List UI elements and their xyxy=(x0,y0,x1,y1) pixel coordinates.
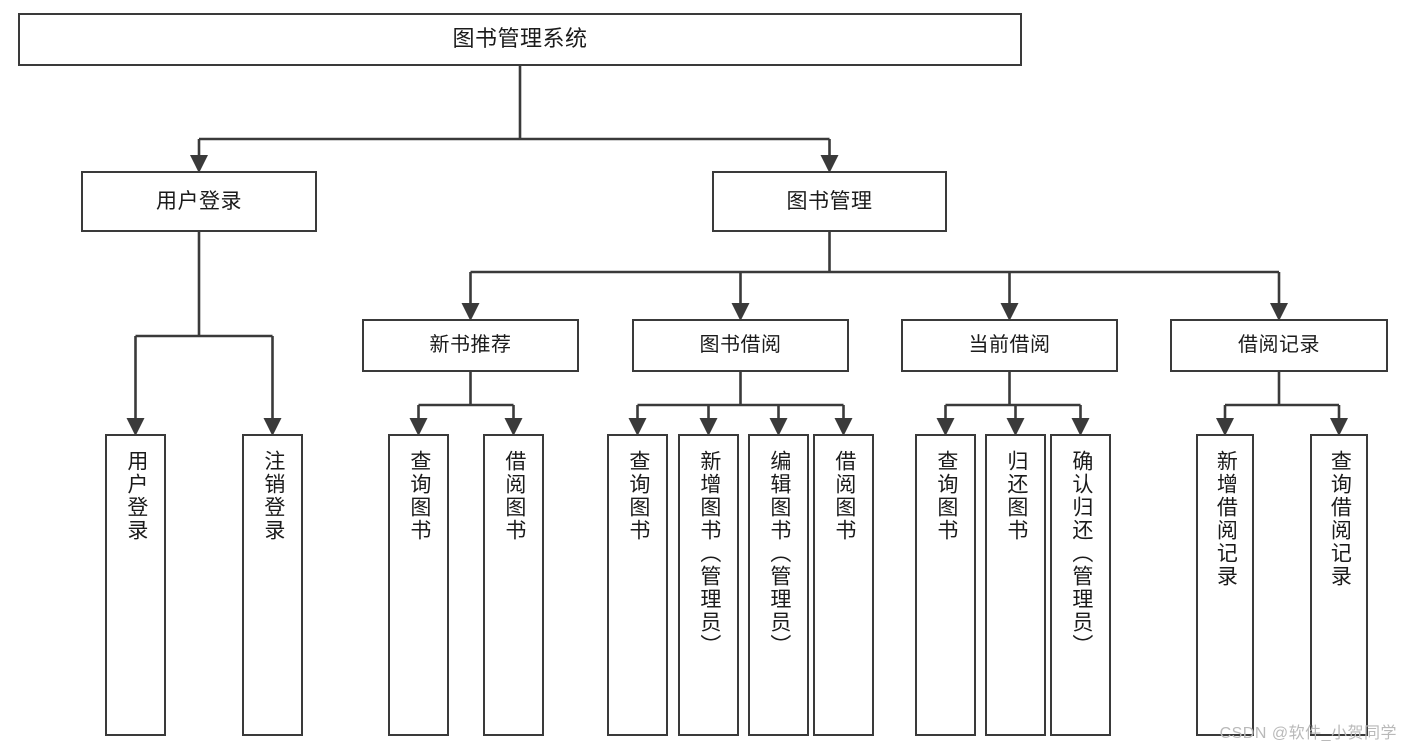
node-leaf-user-login[interactable]: 用户登录 xyxy=(105,434,166,736)
node-leaf-return-book[interactable]: 归还图书 xyxy=(985,434,1046,736)
node-book-manage[interactable]: 图书管理 xyxy=(712,171,947,232)
node-leaf-query-record[interactable]: 查询借阅记录 xyxy=(1310,434,1368,736)
node-label-leaf-query-record: 查询借阅记录 xyxy=(1328,450,1352,588)
node-leaf-edit-book[interactable]: 编辑图书（管理员） xyxy=(748,434,809,736)
node-label-leaf-return-book: 归还图书 xyxy=(1004,450,1028,542)
node-user-login[interactable]: 用户登录 xyxy=(81,171,317,232)
node-label-leaf-user-login: 用户登录 xyxy=(124,450,148,542)
node-label-user-login: 用户登录 xyxy=(156,189,242,213)
node-leaf-query-book-borrow[interactable]: 查询图书 xyxy=(607,434,668,736)
node-leaf-add-book[interactable]: 新增图书（管理员） xyxy=(678,434,739,736)
node-label-book-borrow: 图书借阅 xyxy=(699,334,782,357)
node-leaf-add-record[interactable]: 新增借阅记录 xyxy=(1196,434,1254,736)
node-label-leaf-logout: 注销登录 xyxy=(261,450,285,542)
node-label-book-manage: 图书管理 xyxy=(786,189,873,213)
node-label-leaf-query-book-current: 查询图书 xyxy=(934,450,958,542)
node-leaf-confirm-return[interactable]: 确认归还（管理员） xyxy=(1050,434,1111,736)
node-label-leaf-add-record: 新增借阅记录 xyxy=(1214,450,1238,588)
node-label-leaf-query-book-borrow: 查询图书 xyxy=(626,450,650,542)
node-label-leaf-borrow-book-recommend: 借阅图书 xyxy=(502,450,526,542)
node-label-borrow-record: 借阅记录 xyxy=(1238,334,1320,357)
node-root[interactable]: 图书管理系统 xyxy=(18,13,1022,66)
node-label-leaf-edit-book: 编辑图书（管理员） xyxy=(767,450,791,657)
node-leaf-query-book-recommend[interactable]: 查询图书 xyxy=(388,434,449,736)
node-leaf-query-book-current[interactable]: 查询图书 xyxy=(915,434,976,736)
node-label-new-book-recommend: 新书推荐 xyxy=(429,334,512,357)
node-leaf-logout[interactable]: 注销登录 xyxy=(242,434,303,736)
node-book-borrow[interactable]: 图书借阅 xyxy=(632,319,849,372)
node-label-leaf-add-book: 新增图书（管理员） xyxy=(697,450,721,657)
node-new-book-recommend[interactable]: 新书推荐 xyxy=(362,319,579,372)
node-label-leaf-confirm-return: 确认归还（管理员） xyxy=(1069,450,1093,657)
node-borrow-record[interactable]: 借阅记录 xyxy=(1170,319,1388,372)
node-current-borrow[interactable]: 当前借阅 xyxy=(901,319,1118,372)
node-label-leaf-query-book-recommend: 查询图书 xyxy=(407,450,431,542)
edge-group xyxy=(126,66,1349,437)
node-leaf-borrow-book[interactable]: 借阅图书 xyxy=(813,434,874,736)
node-label-leaf-borrow-book: 借阅图书 xyxy=(832,450,856,542)
node-label-current-borrow: 当前借阅 xyxy=(968,334,1051,357)
watermark-label: CSDN @软件_小贺同学 xyxy=(1219,725,1397,742)
node-leaf-borrow-book-recommend[interactable]: 借阅图书 xyxy=(483,434,544,736)
node-label-root: 图书管理系统 xyxy=(452,26,588,52)
